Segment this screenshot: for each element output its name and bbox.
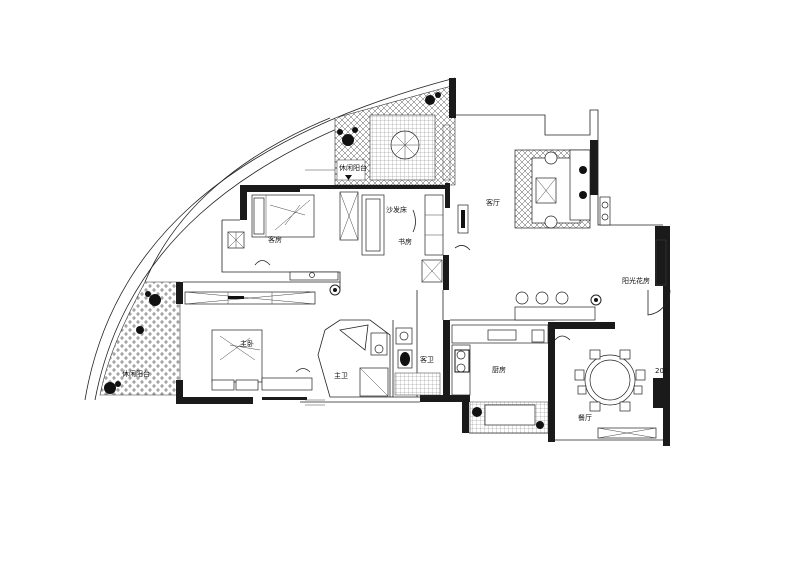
room-label-master-bath: 主卫 <box>334 371 348 380</box>
room-label-study: 书房 <box>398 237 412 246</box>
room-label-guest-bath: 客卫 <box>420 355 434 364</box>
round-table-icon <box>390 130 420 160</box>
room-label-guest-bedroom: 客房 <box>268 235 282 244</box>
room-label-balcony-top: 休闲阳台 <box>339 163 367 172</box>
doors <box>305 124 667 406</box>
plant-icon <box>425 92 441 105</box>
room-label-kitchen: 厨房 <box>492 365 506 374</box>
study: 沙发床 书房 <box>289 194 444 303</box>
walls <box>176 78 670 446</box>
room-label-dining-room: 餐厅 <box>578 413 592 422</box>
room-label-living-room: 客厅 <box>486 198 500 207</box>
master-bath: 主卫 <box>334 324 389 397</box>
kitchen-balcony <box>469 401 549 434</box>
room-label-balcony-left: 休闲阳台 <box>122 369 150 378</box>
plant-icon <box>590 294 602 306</box>
sunlight-garden: 阳光花房 <box>514 276 671 321</box>
left-balcony: 休闲阳台 <box>99 281 181 396</box>
room-label-sunlight-garden: 阳光花房 <box>622 276 650 285</box>
top-balcony: 休闲阳台 <box>334 84 456 186</box>
room-label-master-bedroom: 主卧 <box>240 339 254 348</box>
guest-bedroom: 客房 <box>227 191 359 266</box>
guest-bath: 客卫 <box>394 327 441 396</box>
plant-icon <box>472 407 544 429</box>
plant-icon <box>104 381 121 394</box>
plant-icon <box>136 326 144 334</box>
kitchen: 厨房 <box>451 324 549 396</box>
plant-icon <box>145 291 161 306</box>
master-bedroom: 主卧 <box>184 291 316 391</box>
plant-icon <box>227 231 245 249</box>
dimension-label: 200 <box>655 367 668 375</box>
plant-icon <box>337 127 358 146</box>
room-label-sofa-bed: 沙发床 <box>386 205 407 214</box>
plant-icon <box>329 284 341 296</box>
living-room: 客厅 <box>454 149 611 251</box>
dining-room: 餐厅 200 <box>554 335 668 439</box>
